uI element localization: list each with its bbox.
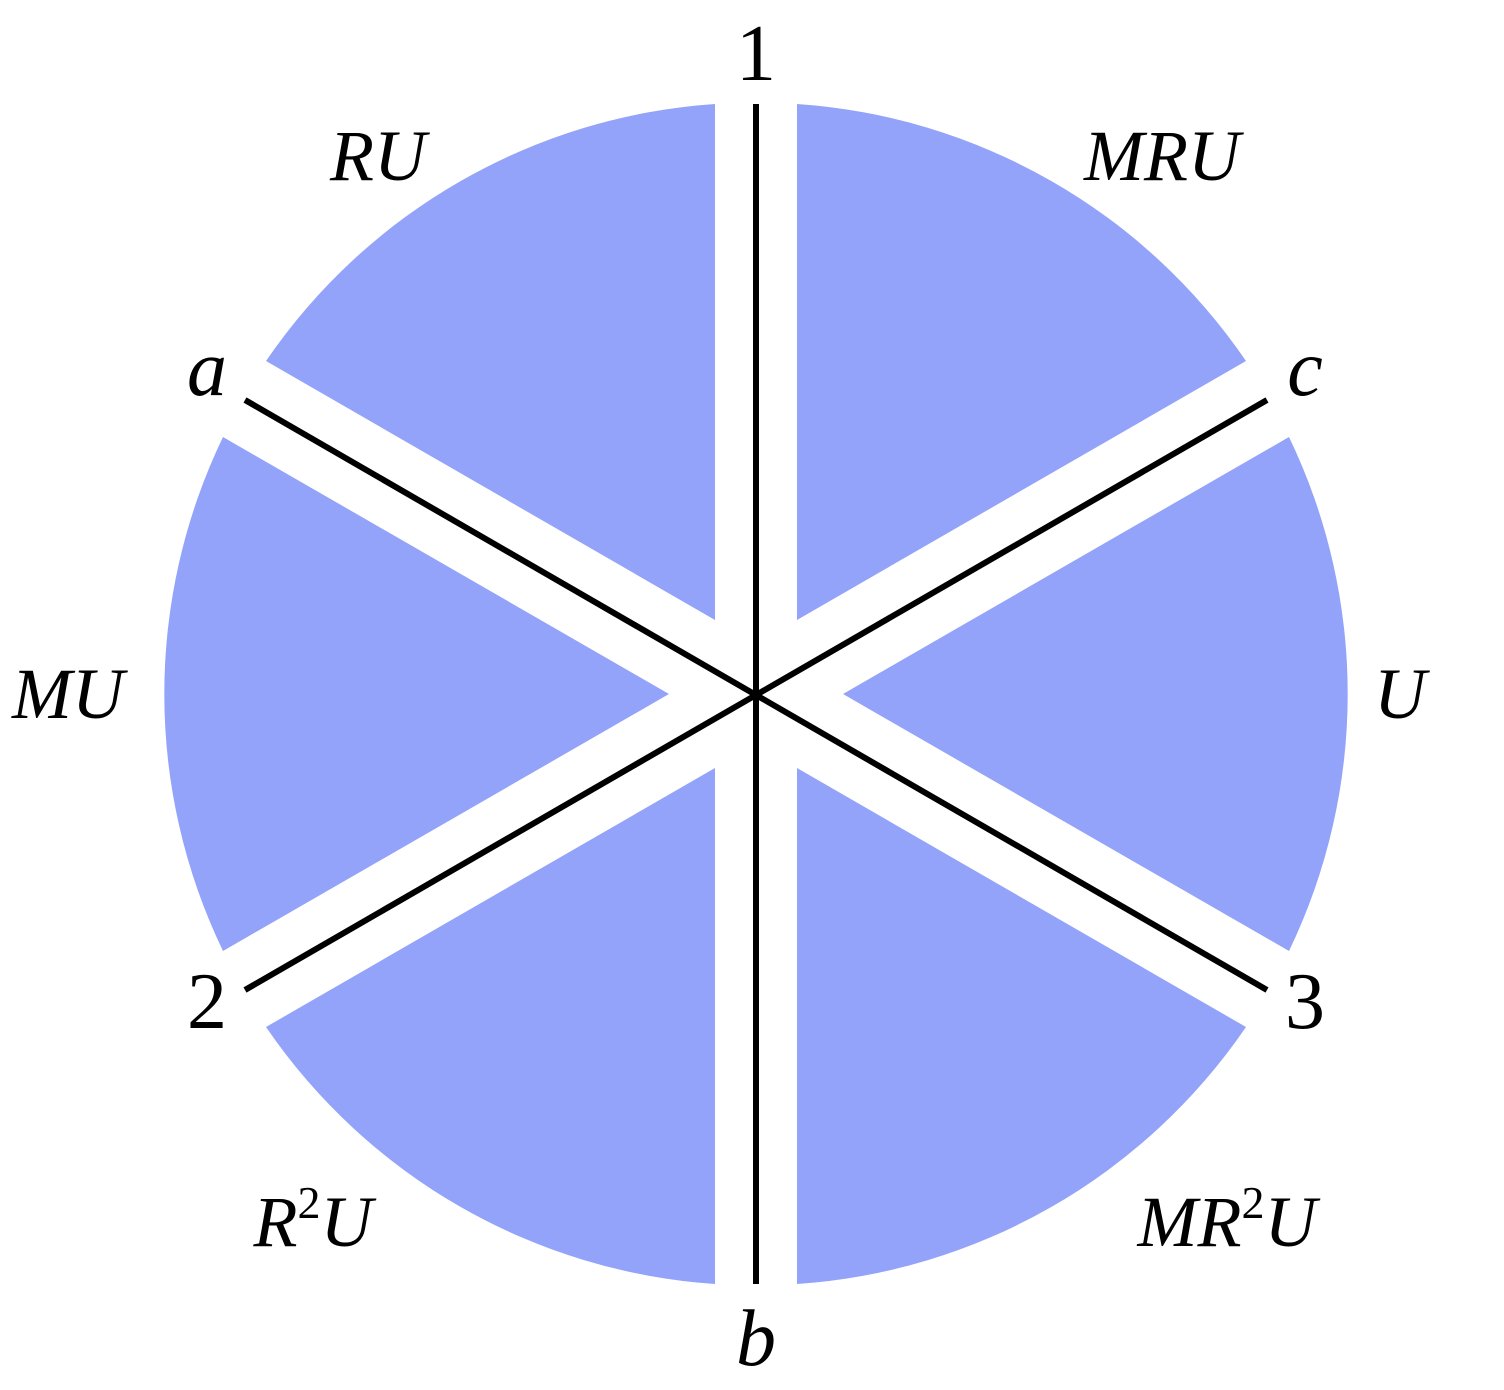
region-label-group: RU MRU MU U R2U MR2U xyxy=(11,116,1430,1262)
sector-mu xyxy=(164,437,670,951)
axis-label-upper-right: c xyxy=(1287,325,1323,413)
region-label-lower-left-exponent: 2 xyxy=(297,1177,320,1228)
sector-mr2u xyxy=(797,768,1246,1284)
axis-label-group: 1 a c 2 3 b xyxy=(187,10,1325,1383)
region-label-left: MU xyxy=(11,654,128,734)
region-label-upper-right: MRU xyxy=(1083,116,1244,196)
sector-ru xyxy=(266,104,715,620)
region-label-upper-left: RU xyxy=(329,116,430,196)
axis-group xyxy=(243,104,1269,1284)
sector-group xyxy=(164,104,1348,1284)
region-label-lower-right-base: MR xyxy=(1137,1182,1242,1262)
sector-mru xyxy=(797,104,1246,620)
region-label-lower-left-suffix: U xyxy=(320,1182,376,1262)
axis-label-bottom: b xyxy=(736,1295,776,1383)
axis-label-top: 1 xyxy=(736,10,776,98)
axis-label-lower-left: 2 xyxy=(187,958,227,1046)
region-label-lower-left: R2U xyxy=(253,1177,377,1262)
region-label-lower-right: MR2U xyxy=(1137,1177,1321,1262)
region-label-lower-left-base: R xyxy=(253,1182,298,1262)
region-label-right: U xyxy=(1374,654,1430,734)
sector-u xyxy=(843,437,1348,951)
axis-line-c2 xyxy=(243,397,1269,993)
sector-r2u xyxy=(266,768,715,1284)
axis-label-upper-left: a xyxy=(187,325,227,413)
region-label-lower-right-suffix: U xyxy=(1264,1182,1320,1262)
region-label-lower-right-exponent: 2 xyxy=(1241,1177,1264,1228)
axis-label-lower-right: 3 xyxy=(1285,958,1325,1046)
